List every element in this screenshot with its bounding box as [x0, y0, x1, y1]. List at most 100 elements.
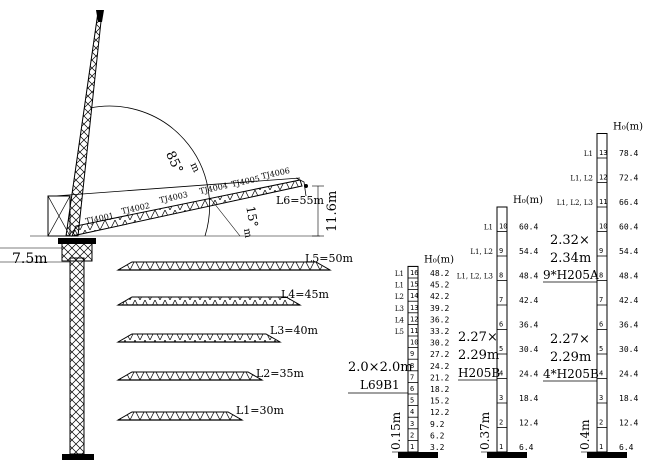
jib-length-label: L3=40m: [270, 324, 319, 337]
section-number: 15: [410, 281, 418, 289]
section-number: 2: [410, 431, 414, 439]
section-height: 24.4: [519, 370, 538, 379]
section-size-label: 2.34m: [550, 251, 591, 266]
tower-type-label: L69B1: [360, 378, 400, 392]
section-height: 30.2: [430, 339, 449, 348]
section-height: 6.2: [430, 431, 445, 440]
section-number: 8: [599, 272, 603, 280]
section-number: 4: [499, 370, 503, 378]
base-height-label: 0.15m: [389, 411, 403, 450]
jib-option: L5=50m: [116, 252, 354, 271]
section-number: 8: [410, 362, 414, 370]
section-height: 9.2: [430, 420, 445, 429]
jib-section-label: TJ4004: [199, 181, 229, 196]
section-number: 7: [599, 296, 603, 304]
section-height: 36.2: [430, 315, 449, 324]
section-height: 66.4: [619, 198, 638, 207]
crane-base: [62, 454, 94, 460]
section-size-label: 2.32×: [550, 233, 590, 248]
angle-15-label: 15°: [243, 205, 260, 228]
section-height: 54.4: [619, 247, 638, 256]
section-height: 60.4: [519, 223, 538, 232]
section-number: 14: [410, 292, 418, 300]
section-number: 12: [410, 315, 418, 323]
section-height: 42.4: [519, 296, 538, 305]
crane-mast: [58, 238, 96, 460]
section-height: 3.2: [430, 443, 445, 452]
section-height: 27.2: [430, 350, 449, 359]
jib-availability-label: L1: [584, 150, 593, 158]
section-height: 18.2: [430, 385, 449, 394]
section-number: 6: [410, 385, 414, 393]
jib-availability-label: L1: [484, 224, 493, 232]
section-height: 60.4: [619, 223, 638, 232]
section-size-label: 2.29m: [550, 350, 591, 365]
section-height: 18.4: [619, 394, 638, 403]
section-height: 30.4: [519, 345, 538, 354]
section-size-label: 2.27×: [458, 330, 498, 345]
jib-availability-label: L5: [395, 328, 404, 336]
lowered-jib: [54, 177, 303, 237]
jib-option: L1=30m: [116, 404, 285, 421]
section-number: 6: [599, 321, 603, 329]
section-number: 1: [599, 443, 603, 451]
section-number: 9: [599, 247, 603, 255]
section-number: 7: [410, 373, 414, 381]
jib-availability-label: L3: [395, 305, 404, 313]
luff-arc: [89, 105, 210, 237]
section-height: 42.2: [430, 292, 449, 301]
section-number: 5: [410, 397, 414, 405]
section-number: 1: [410, 443, 414, 451]
base-height-label: 0.4m: [578, 419, 592, 450]
jib-length-label: L2=35m: [256, 367, 305, 380]
angle-85-label: 85°: [162, 149, 185, 176]
section-number: 16: [410, 269, 418, 277]
jib-section-label: TJ4003: [159, 190, 189, 205]
jib-option: L4=45m: [116, 288, 330, 306]
section-height: 48.4: [619, 272, 638, 281]
base-height-label: 0.37m: [478, 411, 492, 450]
jib-availability-label: L1: [395, 270, 404, 278]
section-number: 11: [410, 327, 418, 335]
jib-option: L3=40m: [116, 324, 319, 343]
jib-availability-label: L1: [395, 282, 404, 290]
jib-length-label: L4=45m: [281, 288, 330, 301]
section-number: 11: [599, 198, 607, 206]
section-height: 24.4: [619, 370, 638, 379]
section-number: 10: [499, 223, 507, 231]
jib-availability-label: L1, L2, L3: [557, 199, 593, 207]
section-height: 12.4: [519, 419, 538, 428]
jib-availability-label: L1, L2: [570, 175, 593, 183]
section-number: 5: [599, 345, 603, 353]
section-height: 36.4: [619, 321, 638, 330]
section-number: 7: [499, 296, 503, 304]
section-number: 4: [599, 370, 603, 378]
section-size-label: 2.27×: [550, 332, 590, 347]
section-number: 3: [410, 420, 414, 428]
section-height: 24.2: [430, 362, 449, 371]
section-number: 5: [499, 345, 503, 353]
tower-type-label: H205B: [458, 366, 500, 380]
section-height: 12.4: [619, 419, 638, 428]
luffing-jib: [65, 10, 104, 237]
section-number: 10: [410, 339, 418, 347]
section-number: 6: [499, 321, 503, 329]
section-number: 10: [599, 223, 607, 231]
section-height: 48.4: [519, 272, 538, 281]
section-number: 3: [499, 394, 503, 402]
section-number: 9: [499, 247, 503, 255]
section-size-label: 2.0×2.0m: [348, 360, 413, 375]
jib-length-label: L5=50m: [305, 252, 354, 265]
section-height: 15.2: [430, 397, 449, 406]
section-height: 6.4: [619, 443, 634, 452]
section-number: 8: [499, 272, 503, 280]
jib-availability-label: L1, L2: [470, 248, 493, 256]
section-size-label: 2.29m: [458, 348, 499, 363]
section-height: 45.2: [430, 281, 449, 290]
section-height: 36.4: [519, 321, 538, 330]
